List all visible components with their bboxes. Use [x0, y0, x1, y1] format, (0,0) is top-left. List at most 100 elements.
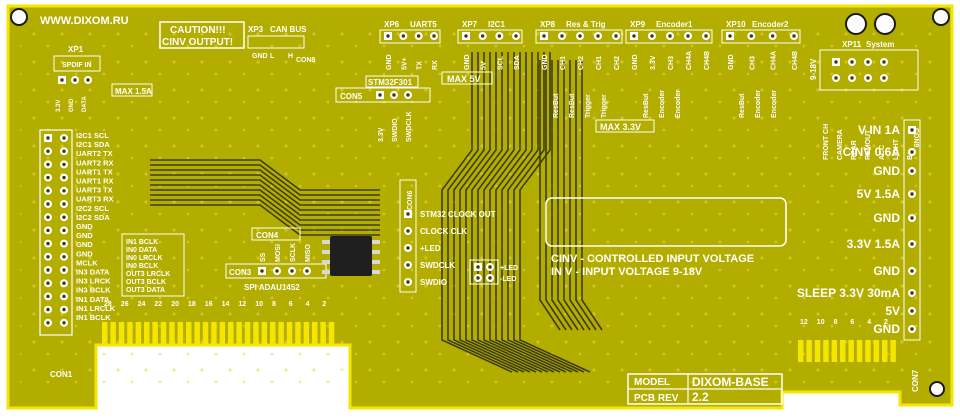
- con5-pin-label: 3.3V: [378, 127, 385, 142]
- con5-pin-label: SWDCLK: [406, 111, 413, 142]
- left-header-label: MCLK: [76, 258, 98, 267]
- con8-name: CON8: [296, 57, 316, 64]
- edge-finger: [144, 322, 150, 344]
- power-row-label: 5V 1.5A: [857, 187, 901, 201]
- con5-name: CON5: [340, 92, 363, 101]
- edge-finger: [848, 340, 854, 362]
- xp9-pin-label: 3.3V: [650, 55, 657, 70]
- led-header: +LED-LED: [469, 259, 518, 285]
- soic-ic: [322, 236, 380, 276]
- xp3-pin-label: H: [288, 53, 293, 60]
- con9-name: CON9: [912, 128, 919, 148]
- con3-pin-label: MOSI: [275, 244, 282, 262]
- edge-pin-number: 22: [154, 301, 162, 308]
- left-header-label: I2C2 SCL: [76, 204, 109, 213]
- edge-pin-number: 10: [817, 319, 825, 326]
- left-header-label: IN1 BCLK: [76, 313, 111, 322]
- rev-value: 2.2: [692, 390, 709, 404]
- xp7-name: XP7: [462, 20, 478, 29]
- edge-pin-number: 2: [322, 301, 326, 308]
- xp9-pin-label: GND: [632, 54, 639, 70]
- xp10-name: XP10: [726, 20, 746, 29]
- edge-finger: [253, 322, 259, 344]
- edge-finger: [270, 322, 276, 344]
- edge-finger: [286, 322, 293, 344]
- edge-finger: [110, 322, 116, 344]
- xp8-pin-label: GND: [542, 54, 549, 70]
- i2s-label: IN0 LRCLK: [126, 255, 163, 262]
- xp7-limit: MAX 5V: [447, 74, 481, 84]
- i2s-label: OUT3 LRCLK: [126, 271, 170, 278]
- xp10-sub-label: ResBut: [739, 93, 746, 118]
- left-header-label: UART1 TX: [76, 167, 113, 176]
- i2s-label: OUT3 DATA: [126, 287, 165, 294]
- xp3-label: CAN BUS: [270, 25, 307, 34]
- xp11-pin-label: LIGHT: [893, 138, 900, 160]
- edge-finger: [202, 322, 209, 344]
- xp10-limit: MAX 3.3V: [600, 122, 641, 132]
- xp9-pin-label: CH3: [668, 56, 675, 70]
- xp1-label: SPDIF IN: [62, 62, 92, 69]
- left-header-label: IN1 LRCLK: [76, 304, 116, 313]
- xp11-pin-label: FRONT CH: [823, 124, 830, 160]
- trace-bundles: [150, 52, 603, 373]
- xp10-pin-label: CH3: [749, 56, 756, 70]
- xp7-label: I2C1: [488, 20, 505, 29]
- xp6-label: UART5: [410, 20, 437, 29]
- edge-finger: [303, 322, 310, 344]
- left-header-outline: [39, 129, 73, 336]
- note-line1: CINV - CONTROLLED INPUT VOLTAGE: [551, 253, 754, 265]
- power-row-label: GND: [873, 264, 900, 278]
- rev-label: PCB REV: [634, 393, 679, 404]
- left-header-label: I2C1 SCL: [76, 131, 109, 140]
- xp10-label: Encoder2: [752, 20, 789, 29]
- edge-pin-number: 8: [834, 319, 838, 326]
- edge-finger: [882, 340, 888, 362]
- edge-pin-number: 12: [800, 319, 808, 326]
- edge-finger: [320, 322, 326, 344]
- xp9-sub-label: Encoder: [659, 90, 666, 118]
- edge-pin-number: 26: [121, 301, 129, 308]
- edge-pin-number: 28: [104, 301, 112, 308]
- caution-line2: CINV OUTPUT!: [162, 37, 233, 48]
- xp8-sub-label: Trigger: [585, 94, 592, 118]
- con1-name: CON1: [50, 370, 73, 379]
- left-header-label: UART2 RX: [76, 158, 114, 167]
- xp10-sub-label: Encoder: [755, 90, 762, 118]
- con5-pin-label: SWDIO: [392, 118, 399, 142]
- edge-finger: [823, 340, 829, 362]
- model-rev-box: MODEL DIXOM-BASE PCB REV 2.2: [627, 373, 783, 405]
- con7-name: CON7: [911, 369, 920, 392]
- edge-finger: [261, 322, 268, 344]
- xp6-pin-label: RX: [432, 60, 439, 70]
- edge-finger: [865, 340, 871, 362]
- edge-finger: [236, 322, 242, 344]
- edge-pin-number: 6: [289, 301, 293, 308]
- edge-finger: [806, 340, 812, 362]
- left-header-label: UART1 RX: [76, 177, 114, 186]
- i2s-label: IN1 BCLK: [126, 239, 158, 246]
- xp9-sub-label: Encoder: [675, 90, 682, 118]
- caution-line1: CAUTION!!!: [170, 25, 226, 36]
- edge-finger: [135, 322, 142, 344]
- con6-pin-label: SWDIO: [420, 278, 447, 287]
- xp11-voltage: 9-18V: [809, 58, 818, 80]
- edge-pin-number: 12: [238, 301, 246, 308]
- edge-finger: [186, 322, 192, 344]
- power-row-label: SLEEP 3.3V 30mA: [797, 286, 901, 300]
- edge-finger: [244, 322, 251, 344]
- xp3-pin-label: L: [270, 53, 275, 60]
- power-row-label: 5V: [885, 304, 900, 318]
- xp2-limit: MAX 1.5A: [115, 87, 152, 96]
- edge-finger: [118, 322, 125, 344]
- con6-pin-label: CLOCK CLK: [420, 227, 467, 236]
- xp11-label: System: [866, 40, 894, 49]
- con2-name: CON2: [339, 369, 348, 392]
- edge-finger: [873, 340, 880, 362]
- xp8-pin-label: CH1: [596, 56, 603, 70]
